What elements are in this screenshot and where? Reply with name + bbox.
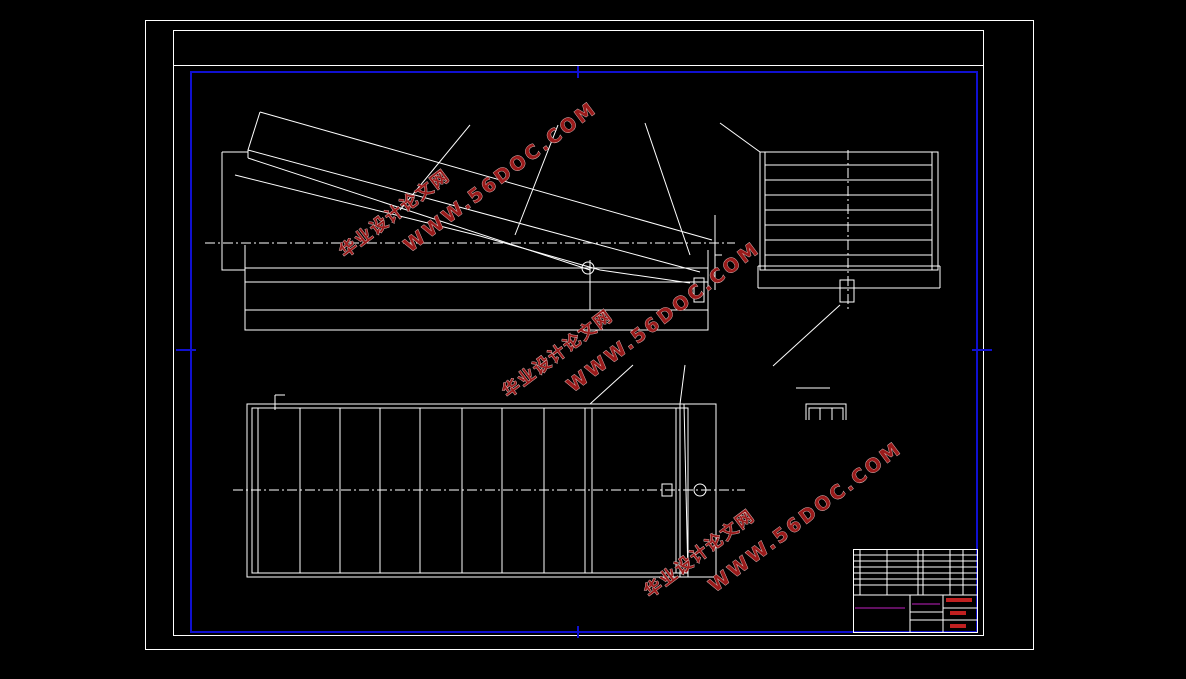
end-view	[757, 150, 941, 367]
plan-view	[233, 364, 745, 578]
title-block	[853, 549, 978, 633]
detail-section	[796, 387, 847, 420]
sheet-frames	[145, 20, 1034, 650]
side-view	[205, 111, 761, 331]
